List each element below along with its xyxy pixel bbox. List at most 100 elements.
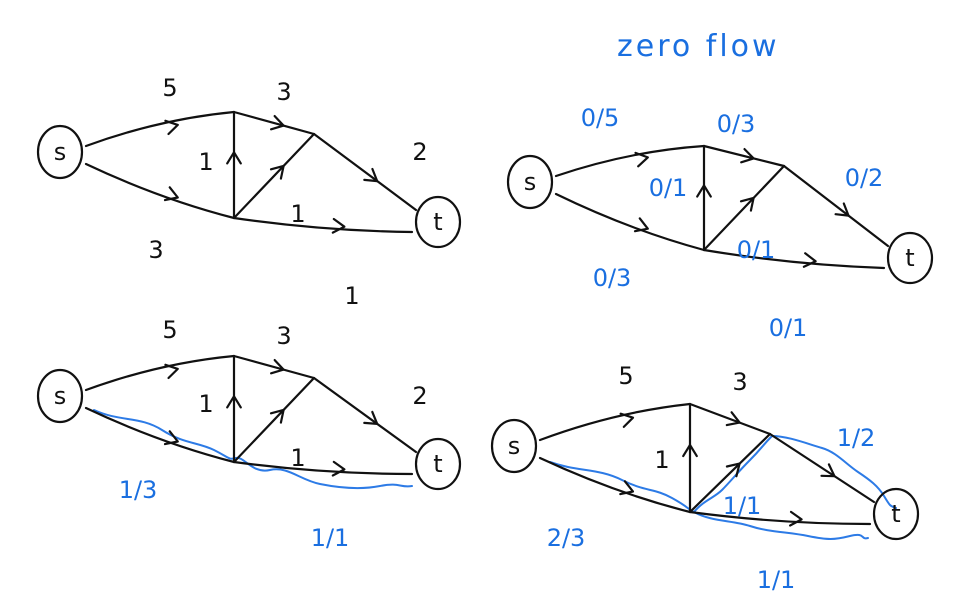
edge-label: 1 (654, 446, 669, 474)
sink-node-label: t (433, 450, 442, 478)
sink-node-label: t (891, 500, 900, 528)
edge-label: 1 (198, 148, 213, 176)
edge-a-b-arrowhead (740, 148, 755, 164)
edge-label: 2/3 (547, 524, 586, 552)
source-node-label: s (508, 432, 521, 460)
source-node (490, 418, 538, 474)
edge-a-b (688, 402, 772, 436)
edge-s-a (84, 110, 236, 148)
edge-s-a (538, 402, 692, 442)
edge-c-t-arrowhead (789, 510, 803, 527)
edge-c-t (232, 216, 414, 234)
edge-c-t-arrowhead (331, 217, 346, 234)
edge-s-a-arrowhead (164, 119, 179, 136)
edge-c-a-arrowhead (682, 443, 698, 458)
panel-bottom-left: s t 5 3 1 2 1/3 1 1/1 (36, 316, 462, 552)
edge-s-a-arrowhead (164, 363, 179, 380)
panel-top-right: s t 0/5 0/3 0/1 0/2 0/3 0/1 0/1 (506, 104, 934, 342)
panel-bottom-right: s t 5 3 1 1/2 2/3 1/1 1/1 (490, 362, 920, 594)
edge-c-t-arrowhead (331, 460, 346, 477)
edge-c-b-arrowhead (269, 164, 285, 180)
edge-label: 1 (344, 282, 359, 310)
edge-c-b (232, 132, 316, 220)
edge-label: 3 (276, 78, 291, 106)
sink-node (886, 231, 934, 285)
edge-label: 2 (412, 138, 427, 166)
edge-label: 0/3 (593, 264, 632, 292)
edge-s-a-arrowhead (634, 151, 649, 168)
edge-label: 1/1 (723, 492, 762, 520)
edge-c-b (702, 164, 786, 252)
edge-a-b-arrowhead (270, 115, 285, 131)
edge-label: 0/1 (649, 174, 688, 202)
edge-label: 5 (162, 316, 177, 344)
source-node-label: s (54, 138, 67, 166)
edge-c-a-arrowhead (226, 151, 242, 165)
edge-label: 3 (148, 236, 163, 264)
edge-b-t-arrowhead (363, 167, 379, 183)
sink-node (414, 195, 462, 249)
edge-label: 0/5 (581, 104, 620, 132)
edge-s-c (538, 456, 692, 514)
zero-flow-annotation: zero flow (617, 29, 780, 64)
edge-a-b (702, 144, 786, 168)
edge-b-t-arrowhead (834, 202, 850, 217)
source-node-label: s (54, 382, 67, 410)
edge-a-b (232, 110, 316, 136)
sink-node-label: t (433, 208, 442, 236)
source-node (36, 124, 84, 180)
edge-a-b-arrowhead (725, 411, 741, 427)
augmenting-path-1 (549, 461, 695, 513)
edge-c-t (232, 460, 414, 476)
edge-c-t (688, 510, 872, 526)
edge-s-c-arrowhead (633, 217, 649, 233)
edge-b-t (312, 132, 418, 212)
edge-s-c (84, 406, 236, 464)
sink-node-label: t (905, 244, 914, 272)
edge-a-b (232, 354, 316, 380)
edge-s-c-arrowhead (163, 430, 179, 446)
sink-node (414, 437, 462, 491)
edge-label: 0/3 (717, 110, 756, 138)
sink-node (872, 487, 920, 541)
edge-label: 1 (198, 390, 213, 418)
edge-s-c-arrowhead (163, 186, 179, 202)
edge-label: 1/1 (311, 524, 350, 552)
source-node-label: s (524, 168, 537, 196)
edge-label: 1/1 (757, 566, 796, 594)
edge-c-b-arrowhead (725, 462, 741, 478)
edge-b-t-arrowhead (820, 463, 836, 478)
source-node (36, 368, 84, 424)
edge-c-t-arrowhead (802, 252, 817, 268)
edge-label: 1/2 (837, 424, 876, 452)
edge-c-b (688, 432, 772, 514)
edge-label: 1 (290, 444, 305, 472)
edge-s-c-arrowhead (619, 480, 635, 496)
edge-c-b-arrowhead (269, 408, 285, 424)
edge-c-b-arrowhead (739, 196, 755, 212)
edge-s-a-arrowhead (619, 412, 635, 428)
edge-b-t (782, 164, 890, 248)
edge-label: 0/2 (845, 164, 884, 192)
edge-s-c (554, 192, 706, 252)
edge-label: 3 (276, 322, 291, 350)
edge-c-b (232, 376, 316, 464)
edge-b-t (312, 376, 418, 454)
augmenting-path-3 (693, 511, 869, 540)
edge-label: 0/1 (737, 236, 776, 264)
edge-label: 2 (412, 382, 427, 410)
edge-b-t-arrowhead (363, 410, 379, 425)
edge-label: 1/3 (119, 476, 158, 504)
edge-s-c (84, 162, 236, 220)
edge-c-t (702, 248, 886, 270)
edge-label: 0/1 (769, 314, 808, 342)
edge-s-a (554, 144, 706, 178)
edge-label: 3 (732, 368, 747, 396)
edge-s-a (84, 354, 236, 392)
source-node (506, 154, 554, 210)
edge-label: 5 (618, 362, 633, 390)
edge-label: 5 (162, 74, 177, 102)
edge-c-a-arrowhead (696, 184, 712, 198)
